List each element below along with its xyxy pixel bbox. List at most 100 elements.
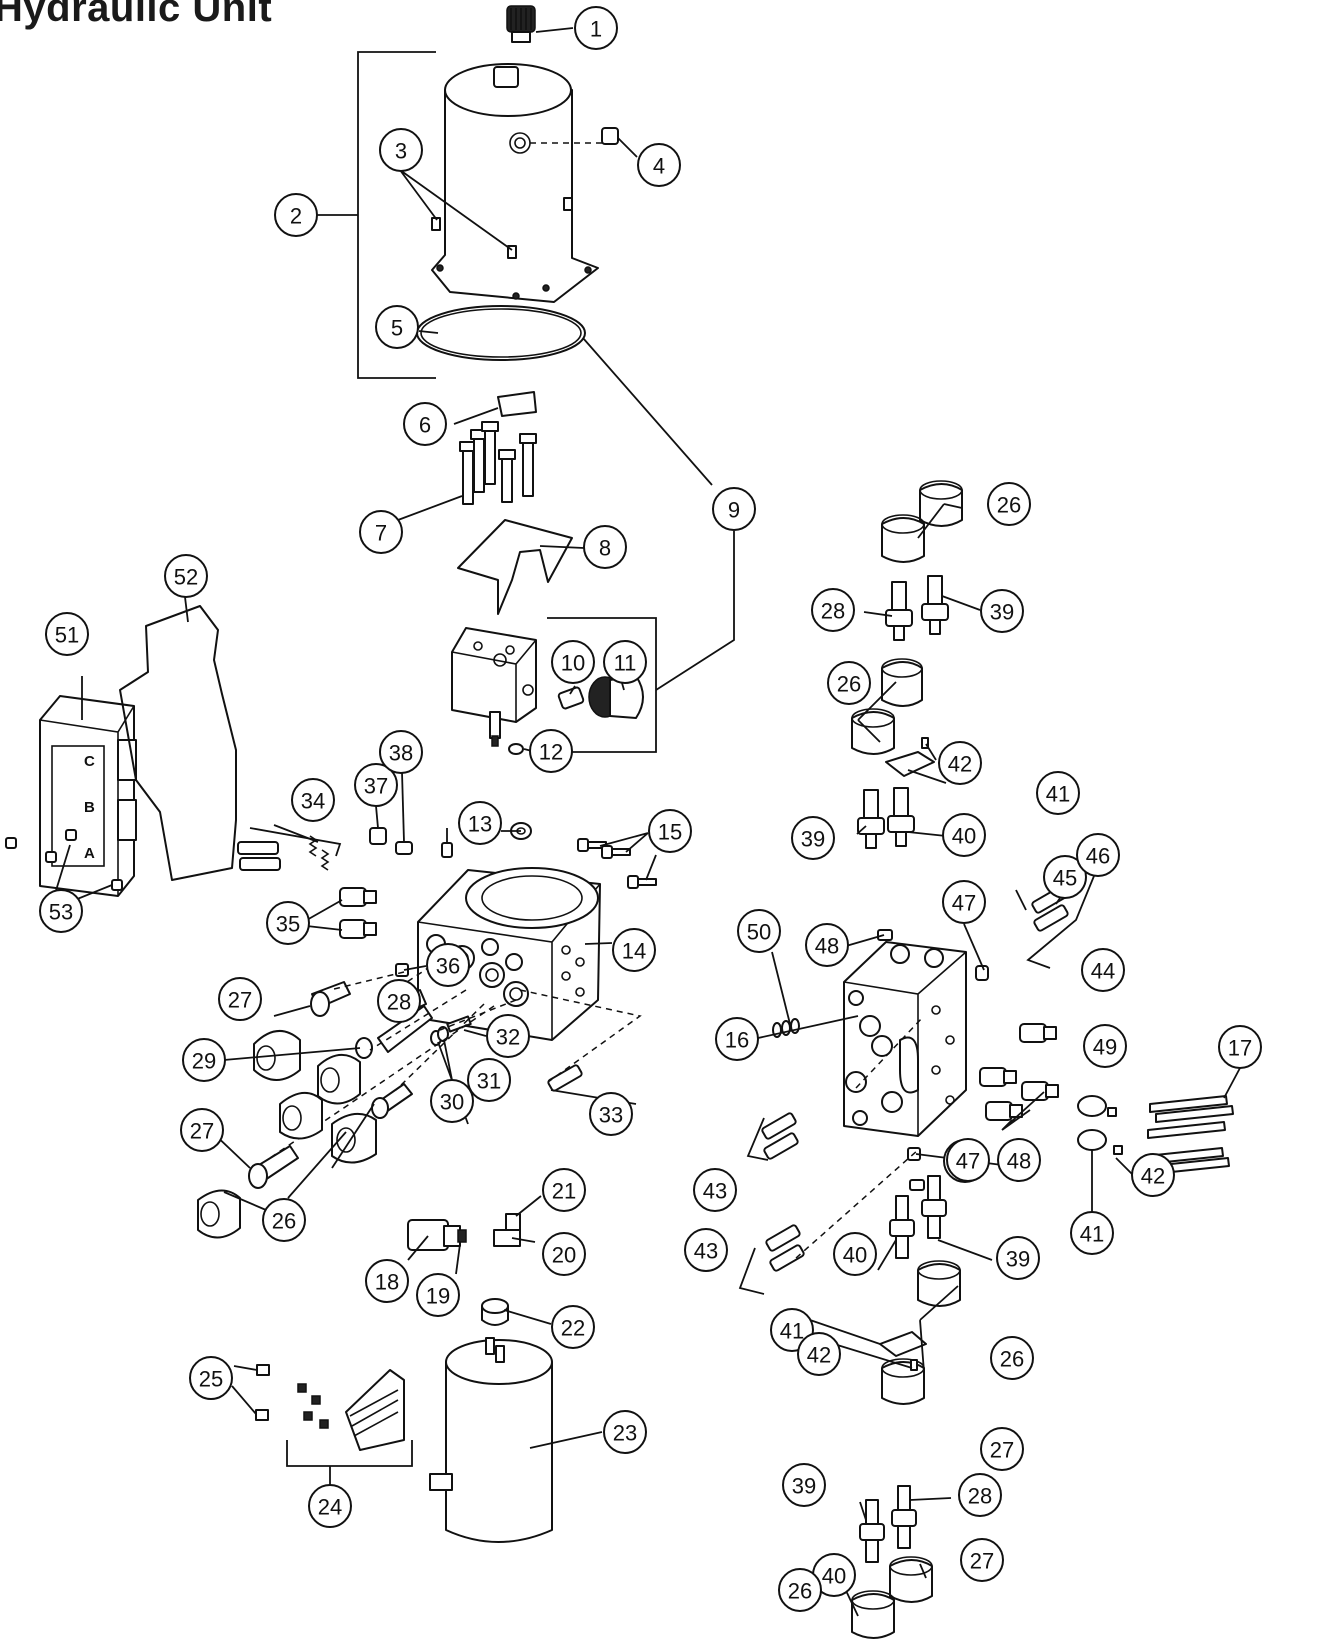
- part-filler-cap: [506, 5, 536, 43]
- part-long-bolts: [1145, 1095, 1234, 1175]
- callout-12: 12: [529, 729, 573, 773]
- callout-label: 39: [1006, 1247, 1030, 1272]
- callout-label: 24: [318, 1495, 342, 1520]
- callout-1: 1: [574, 6, 618, 50]
- callout-circle: [430, 1079, 474, 1123]
- callout-32: 32: [486, 1014, 530, 1058]
- callout-35: 35: [266, 901, 310, 945]
- callout-21: 21: [542, 1168, 586, 1212]
- part-solenoid-coils-right: [851, 480, 963, 1639]
- callout-circle: [377, 979, 421, 1023]
- callout-circle: [266, 901, 310, 945]
- callout-label: 50: [747, 920, 771, 945]
- callout-label: 48: [815, 934, 839, 959]
- part-bolts: [459, 421, 537, 505]
- callout-circle: [426, 943, 470, 987]
- callout-circle: [996, 1236, 1040, 1280]
- callout-label: 11: [614, 651, 637, 676]
- callout-circle: [359, 510, 403, 554]
- callout-label: 41: [1046, 782, 1070, 807]
- callout-label: 51: [55, 623, 79, 648]
- callout-circle: [551, 1305, 595, 1349]
- callout-circle: [737, 909, 781, 953]
- callout-label: 8: [599, 536, 611, 561]
- callout-label: 42: [948, 752, 972, 777]
- part-bracket-plate: [457, 519, 573, 615]
- callout-circle: [486, 1014, 530, 1058]
- callout-27-17: 27: [980, 1427, 1024, 1471]
- callout-label: 14: [622, 939, 646, 964]
- part-small-parts-right: [772, 929, 1059, 1191]
- callout-circle: [980, 589, 1024, 633]
- callout-circle: [603, 640, 647, 684]
- callout-circle: [262, 1198, 306, 1242]
- callout-42-13: 42: [938, 741, 982, 785]
- callout-circle: [529, 729, 573, 773]
- callout-33: 33: [589, 1092, 633, 1136]
- callout-label: 27: [970, 1549, 994, 1574]
- callout-39-8: 39: [782, 1463, 826, 1507]
- part-pump: [451, 627, 537, 747]
- callout-27: 27: [218, 977, 262, 1021]
- callout-label: 41: [780, 1319, 804, 1344]
- part-bushing: [481, 1298, 509, 1326]
- callout-label: 45: [1053, 866, 1077, 891]
- callout-label: 4: [653, 154, 665, 179]
- callout-30: 30: [430, 1079, 474, 1123]
- callout-42-14: 42: [797, 1332, 841, 1376]
- callout-14: 14: [612, 928, 656, 972]
- part-plug: [601, 127, 619, 145]
- callout-circle: [164, 554, 208, 598]
- callout-label: 26: [272, 1209, 296, 1234]
- callout-circle: [274, 193, 318, 237]
- callout-5: 5: [375, 305, 419, 349]
- callout-circle: [997, 1138, 1041, 1182]
- callout-37: 37: [354, 763, 398, 807]
- callout-label: 33: [599, 1103, 623, 1128]
- part-suction-filter: [588, 675, 644, 719]
- part-tag: [497, 391, 537, 417]
- callout-label: 18: [375, 1270, 399, 1295]
- callout-circle: [583, 525, 627, 569]
- callout-43: 43: [684, 1228, 728, 1272]
- callout-38: 38: [379, 730, 423, 774]
- callout-circle: [375, 305, 419, 349]
- callout-circle: [403, 402, 447, 446]
- callout-circle: [542, 1232, 586, 1276]
- callout-7: 7: [359, 510, 403, 554]
- callout-circle: [980, 1427, 1024, 1471]
- callout-circle: [45, 612, 89, 656]
- callout-16: 16: [715, 1017, 759, 1061]
- callout-label: 9: [728, 498, 740, 523]
- callout-circle: [1036, 771, 1080, 815]
- callout-label: 3: [395, 139, 407, 164]
- part-relief-valve-kits: [237, 835, 1069, 1272]
- callout-label: 31: [477, 1069, 501, 1094]
- callout-label: 26: [837, 672, 861, 697]
- part-elbow-fitting: [493, 1213, 521, 1247]
- callout-49: 49: [1083, 1024, 1127, 1068]
- callout-label: 40: [822, 1564, 846, 1589]
- callout-27-23: 27: [960, 1538, 1004, 1582]
- callout-circle: [1043, 855, 1087, 899]
- callout-circle: [712, 487, 756, 531]
- callout-circle: [990, 1336, 1034, 1380]
- callout-label: 27: [190, 1119, 214, 1144]
- callout-circle: [637, 143, 681, 187]
- callout-label: 43: [703, 1179, 727, 1204]
- callout-circle: [1070, 1211, 1114, 1255]
- callout-label: 21: [552, 1179, 576, 1204]
- part-reservoir-tank: [431, 63, 599, 303]
- callout-label: 39: [990, 600, 1014, 625]
- callout-45: 45: [1043, 855, 1087, 899]
- callout-circle: [960, 1538, 1004, 1582]
- callout-circle: [542, 1168, 586, 1212]
- callout-label: 27: [990, 1438, 1014, 1463]
- callout-circle: [958, 1473, 1002, 1517]
- callout-circle: [942, 880, 986, 924]
- callout-27-21: 27: [180, 1108, 224, 1152]
- callout-label: 15: [658, 820, 682, 845]
- callout-circle: [354, 763, 398, 807]
